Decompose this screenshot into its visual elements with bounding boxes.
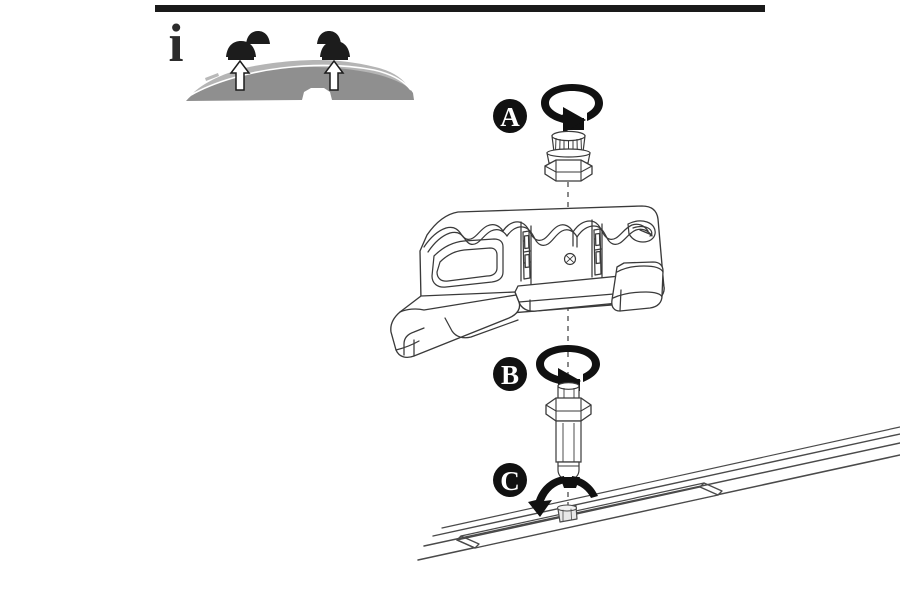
rail-edge-mid: [432, 433, 900, 537]
callout-badge-a-label: A: [500, 102, 520, 132]
callout-badge-c-circle: [493, 463, 527, 497]
info-panel: i: [168, 13, 414, 101]
roof-cap-right-raised: [317, 31, 341, 44]
roof-cap-arrow-left: [229, 59, 251, 91]
callout-badge-b-circle: [493, 357, 527, 391]
information-icon: i: [168, 13, 183, 73]
roof-cap-group: [226, 31, 350, 60]
rotation-arrow-c: [528, 476, 598, 517]
roof-seam-line: [190, 64, 412, 96]
roof-cap-left-lower: [226, 41, 256, 57]
callout-badge-c-label: C: [500, 466, 520, 496]
bracket-slot-right: [593, 228, 602, 276]
callout-badge-c[interactable]: C: [493, 463, 527, 497]
bolt-lower-shaft: [555, 420, 582, 463]
step-a-group: [541, 84, 603, 182]
roof-cross-section: [186, 60, 414, 101]
hex-nut-b: [545, 397, 592, 422]
roof-cap-right-lower: [320, 41, 350, 57]
t-slot-nut: [556, 504, 578, 523]
callout-badge-b-label: B: [501, 360, 519, 390]
roof-cap-left-raised: [246, 31, 270, 44]
rotation-arrow-a: [541, 84, 603, 133]
hex-nut-a: [544, 159, 593, 182]
callout-badge-a-circle: [493, 99, 527, 133]
bracket-slot-left: [522, 230, 531, 280]
roof-upper-highlight: [193, 60, 409, 93]
roof-cap-arrow-group: [229, 59, 345, 91]
roof-cap-right-lower-tab: [322, 57, 348, 60]
roof-rail-with-t-slot: [417, 426, 900, 561]
roof-cap-left-lower-tab: [228, 57, 254, 60]
roof-left-nub: [205, 73, 219, 81]
roof-rack-foot-bracket: [390, 205, 665, 358]
roof-cap-arrow-right: [323, 59, 345, 91]
callout-badge-a[interactable]: A: [493, 99, 527, 133]
rail-edge-top: [441, 426, 900, 529]
callout-badge-b[interactable]: B: [493, 357, 527, 391]
step-b-group: [536, 345, 600, 481]
knob-collar-top: [546, 148, 591, 158]
rail-edge-front-inner: [423, 442, 900, 547]
top-black-rule: [155, 5, 765, 12]
